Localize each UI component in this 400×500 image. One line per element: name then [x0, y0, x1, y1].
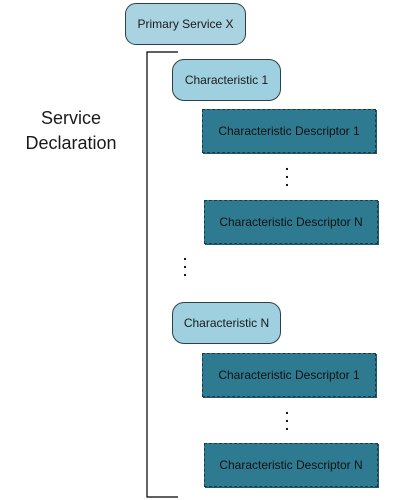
characteristic-ellipsis — [183, 257, 187, 277]
primary-service-node: Primary Service X — [125, 3, 246, 45]
characteristic-label: Characteristic 1 — [184, 73, 269, 87]
service-declaration-line-2: Declaration — [25, 133, 117, 153]
characteristic-n-node: Characteristic N — [172, 302, 281, 344]
characteristic-label: Characteristic N — [183, 316, 270, 330]
service-declaration-label: Service Declaration — [16, 106, 126, 156]
service-declaration-bracket — [146, 51, 178, 498]
characteristic-1-descriptor-n-node: Characteristic Descriptor N — [204, 200, 378, 244]
service-declaration-line-1: Service — [40, 108, 102, 128]
characteristic-1-descriptor-1-node: Characteristic Descriptor 1 — [202, 109, 376, 153]
characteristic-n-descriptor-n-node: Characteristic Descriptor N — [204, 443, 378, 487]
descriptor-label: Characteristic Descriptor N — [219, 458, 363, 472]
primary-service-label: Primary Service X — [137, 17, 234, 31]
descriptor-label: Characteristic Descriptor N — [219, 215, 363, 229]
characteristic-1-node: Characteristic 1 — [172, 59, 281, 101]
descriptor-label: Characteristic Descriptor 1 — [218, 124, 360, 138]
characteristic-n-descriptor-1-node: Characteristic Descriptor 1 — [202, 353, 376, 397]
descriptor-label: Characteristic Descriptor 1 — [218, 368, 360, 382]
descriptor-ellipsis-n — [285, 411, 289, 431]
descriptor-ellipsis-1 — [285, 167, 289, 187]
